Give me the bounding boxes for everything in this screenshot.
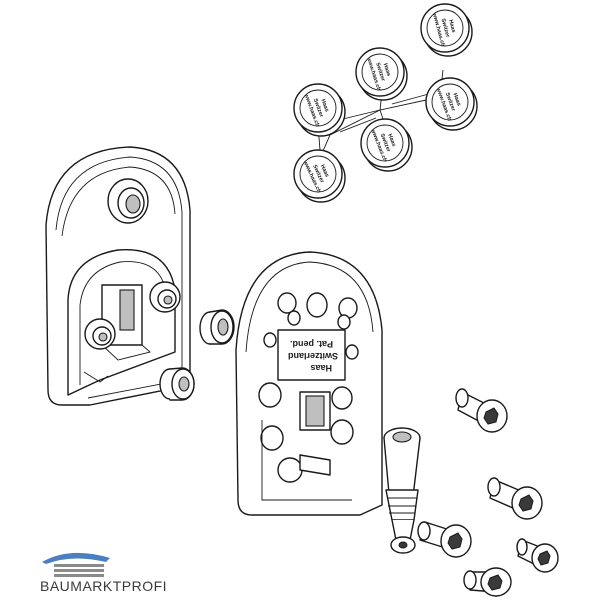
cap-text: Haas <box>447 19 456 33</box>
screw-5 <box>463 567 512 597</box>
cap-text: Haas <box>319 164 330 178</box>
cap-text: Switzer <box>440 18 451 39</box>
logo-wordmark: BAUMARKTPROFI <box>40 578 168 594</box>
cap-text: Haas <box>386 133 396 147</box>
cap-group: HaasSwitzerwww.haas.chHaasSwitzerwww.haa… <box>293 3 478 203</box>
cap-text: Haas <box>452 92 462 106</box>
plate-label-line-3: Pat. pend. <box>290 339 333 349</box>
hinge-pin <box>383 427 421 554</box>
baumarktprofi-logo: BAUMARKTPROFI <box>40 548 200 596</box>
left-hinge-plate <box>45 146 191 406</box>
center-hinge-plate: Haas Switzerland Pat. pend. <box>235 251 383 516</box>
screw-2 <box>487 477 543 520</box>
screw-3 <box>417 521 472 558</box>
plate-label-line-1: Haas <box>310 363 332 373</box>
cap-text: Switzer <box>374 62 386 83</box>
plate-label-line-2: Switzerland <box>288 351 338 361</box>
screw-1 <box>455 388 508 433</box>
bushing-lower <box>159 367 195 401</box>
bushing-upper <box>199 309 235 345</box>
cap-text: Haas <box>320 98 330 112</box>
roof-logo-icon <box>42 552 110 577</box>
screw-4 <box>516 538 559 573</box>
cap-text: Haas <box>382 63 392 77</box>
